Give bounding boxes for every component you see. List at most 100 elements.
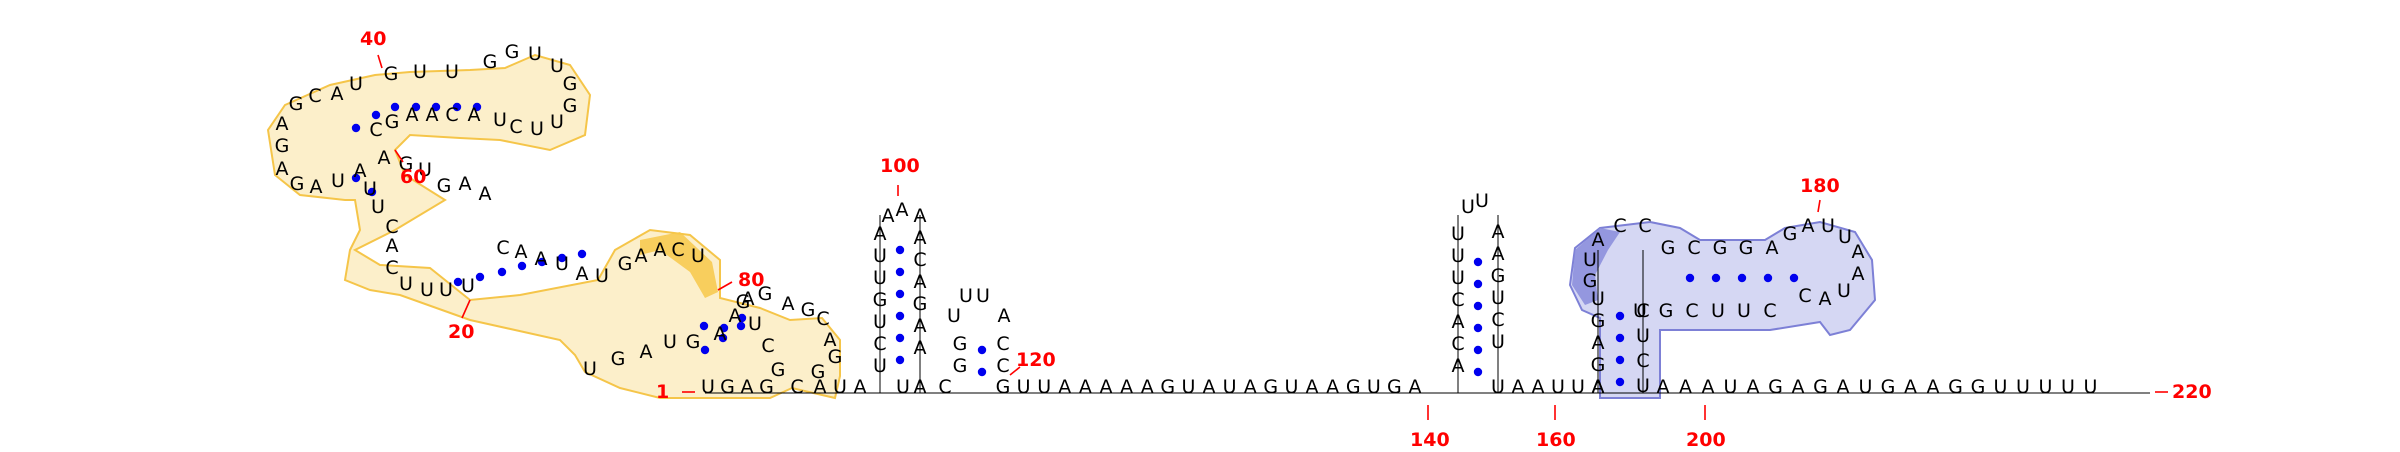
nucleotide-U: U — [1451, 223, 1465, 245]
base-pair-dot — [475, 272, 485, 282]
nucleotide-A: A — [1452, 311, 1465, 333]
nucleotide-A: A — [276, 158, 289, 180]
nucleotide-G: G — [1491, 265, 1506, 287]
nucleotide-C: C — [445, 104, 458, 126]
nucleotide-C: C — [1491, 309, 1504, 331]
nucleotide-A: A — [276, 113, 289, 135]
nucleotide-U: U — [1551, 376, 1565, 398]
nucleotide-U: U — [1491, 287, 1505, 309]
nucleotide-C: C — [308, 85, 321, 107]
base-pair-dot — [719, 323, 729, 333]
nucleotide-U: U — [896, 376, 910, 398]
nucleotide-A: A — [824, 329, 837, 351]
nucleotide-A: A — [1120, 376, 1133, 398]
nucleotide-U: U — [363, 178, 377, 200]
nucleotide-U: U — [1837, 280, 1851, 302]
nucleotide-C: C — [385, 216, 398, 238]
nucleotide-C: C — [938, 376, 951, 398]
nucleotide-U: U — [1838, 226, 1852, 248]
nucleotide-G: G — [1591, 354, 1606, 376]
nucleotide-C: C — [1798, 285, 1811, 307]
nucleotide-G: G — [1659, 300, 1674, 322]
base-pair-dot — [390, 102, 400, 112]
nucleotide-C: C — [761, 335, 774, 357]
nucleotide-G: G — [1591, 310, 1606, 332]
base-pair-dot — [537, 257, 547, 267]
nucleotide-G: G — [811, 361, 826, 383]
nucleotide-C: C — [873, 333, 886, 355]
nucleotide-U: U — [1284, 376, 1298, 398]
base-pair-dot — [718, 333, 728, 343]
nucleotide-U: U — [1367, 376, 1381, 398]
number-labels: 1 20 40 60 80 100 120 140 160 180 200 22… — [360, 28, 2212, 451]
nucleotide-U: U — [528, 43, 542, 65]
tick-40 — [377, 54, 383, 69]
nucleotide-G: G — [399, 153, 414, 175]
nucleotide-A: A — [386, 235, 399, 257]
nucleotide-U: U — [1181, 376, 1195, 398]
nucleotide-U: U — [550, 55, 564, 77]
nucleotide-U: U — [873, 245, 887, 267]
nucleotide-G: G — [759, 376, 774, 398]
base-pair-dot — [977, 345, 987, 355]
base-pair-dot — [895, 245, 905, 255]
backbone-hairpin-140 — [1457, 215, 1499, 393]
number-ticks — [377, 54, 2168, 420]
base-pair-dot — [411, 102, 421, 112]
nucleotide-A: A — [914, 271, 927, 293]
nucleotide-U: U — [1037, 376, 1051, 398]
nucleotide-A: A — [914, 227, 927, 249]
base-pair-dot — [895, 267, 905, 277]
backbone — [705, 215, 2150, 394]
nucleotide-U: U — [947, 305, 961, 327]
backbone-hairpin-100 — [879, 215, 921, 393]
nucleotide-A: A — [1244, 376, 1257, 398]
nucleotide-C: C — [996, 355, 1009, 377]
nucleotide-G: G — [1813, 376, 1828, 398]
nucleotide-U: U — [555, 253, 569, 275]
nucleotide-U: U — [663, 331, 677, 353]
base-pair-dot — [351, 123, 361, 133]
nucleotide-A: A — [1512, 376, 1525, 398]
nucleotide-A: A — [354, 160, 367, 182]
nucleotide-C: C — [816, 308, 829, 330]
nucleotide-U: U — [418, 159, 432, 181]
nucleotide-U: U — [1451, 245, 1465, 267]
nucleotide-A: A — [1852, 241, 1865, 263]
base-pair-dot — [736, 321, 746, 331]
nucleotide-G: G — [913, 293, 928, 315]
nucleotide-A: A — [459, 173, 472, 195]
label-180: 180 — [1800, 175, 1840, 197]
nucleotide-C: C — [1687, 237, 1700, 259]
nucleotide-A: A — [1141, 376, 1154, 398]
nucleotide-A: A — [654, 239, 667, 261]
tick-60 — [394, 149, 404, 163]
nucleotide-A: A — [1058, 376, 1071, 398]
nucleotide-G: G — [686, 331, 701, 353]
nucleotide-A: A — [1203, 376, 1216, 398]
nucleotide-U: U — [748, 313, 762, 335]
tick-120 — [1009, 366, 1021, 376]
nucleotide-C: C — [1685, 300, 1698, 322]
nucleotide-A: A — [854, 376, 867, 398]
base-pair-dot — [1615, 311, 1625, 321]
base-pair-dot — [1763, 273, 1773, 283]
nucleotide-G: G — [505, 41, 520, 63]
nucleotide-C: C — [1613, 215, 1626, 237]
nucleotide-U: U — [445, 61, 459, 83]
label-220: 220 — [2172, 381, 2212, 403]
nucleotide-U: U — [1591, 288, 1605, 310]
nucleotide-A: A — [1927, 376, 1940, 398]
base-pair-dot — [895, 333, 905, 343]
nucleotide-G: G — [1713, 237, 1728, 259]
nucleotide-U: U — [1461, 196, 1475, 218]
nucleotide-U: U — [691, 245, 705, 267]
nucleotide-A: A — [1766, 237, 1779, 259]
nucleotide-A: A — [468, 104, 481, 126]
base-pair-dot — [699, 321, 709, 331]
base-pair-dot — [1473, 323, 1483, 333]
label-80: 80 — [738, 269, 764, 291]
nucleotide-A: A — [515, 241, 528, 263]
nucleotide-G: G — [873, 289, 888, 311]
nucleotide-A: A — [1492, 243, 1505, 265]
